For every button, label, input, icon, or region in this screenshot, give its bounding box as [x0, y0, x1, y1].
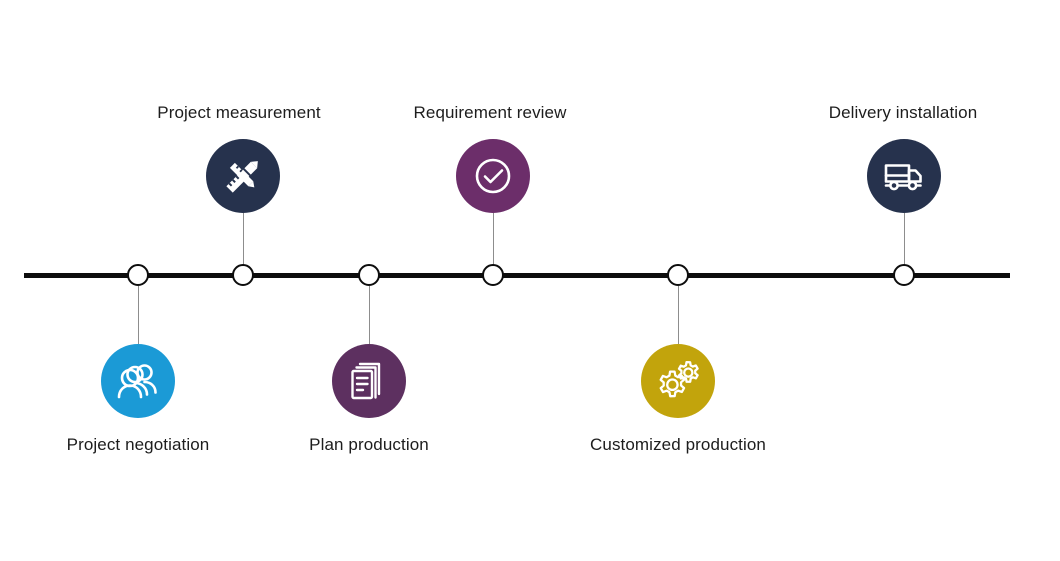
check-circle-icon: [472, 155, 514, 197]
axis-node-step-6[interactable]: [893, 264, 915, 286]
axis-node-step-3[interactable]: [358, 264, 380, 286]
delivery-truck-icon: [882, 157, 926, 195]
icon-bubble-step-5[interactable]: [641, 344, 715, 418]
axis-node-step-2[interactable]: [232, 264, 254, 286]
icon-bubble-step-1[interactable]: [101, 344, 175, 418]
people-group-icon: [115, 361, 161, 401]
axis-node-step-1[interactable]: [127, 264, 149, 286]
step-label-3: Plan production: [309, 435, 429, 454]
axis-node-step-5[interactable]: [667, 264, 689, 286]
pencil-ruler-icon: [221, 154, 265, 198]
icon-bubble-step-2[interactable]: [206, 139, 280, 213]
step-label-2: Project measurement: [157, 103, 321, 122]
timeline-axis: [24, 273, 1010, 278]
axis-node-step-4[interactable]: [482, 264, 504, 286]
connector-step-6: [904, 213, 905, 266]
step-label-1: Project negotiation: [66, 435, 210, 454]
step-label-6: Delivery installation: [828, 103, 978, 122]
icon-bubble-step-6[interactable]: [867, 139, 941, 213]
connector-step-5: [678, 286, 679, 345]
connector-step-1: [138, 286, 139, 345]
icon-bubble-step-4[interactable]: [456, 139, 530, 213]
connector-step-4: [493, 213, 494, 266]
gears-icon: [655, 359, 701, 403]
documents-icon: [349, 360, 389, 402]
step-label-4: Requirement review: [413, 103, 567, 122]
step-label-5: Customized production: [590, 435, 766, 454]
connector-step-3: [369, 286, 370, 345]
icon-bubble-step-3[interactable]: [332, 344, 406, 418]
connector-step-2: [243, 213, 244, 266]
